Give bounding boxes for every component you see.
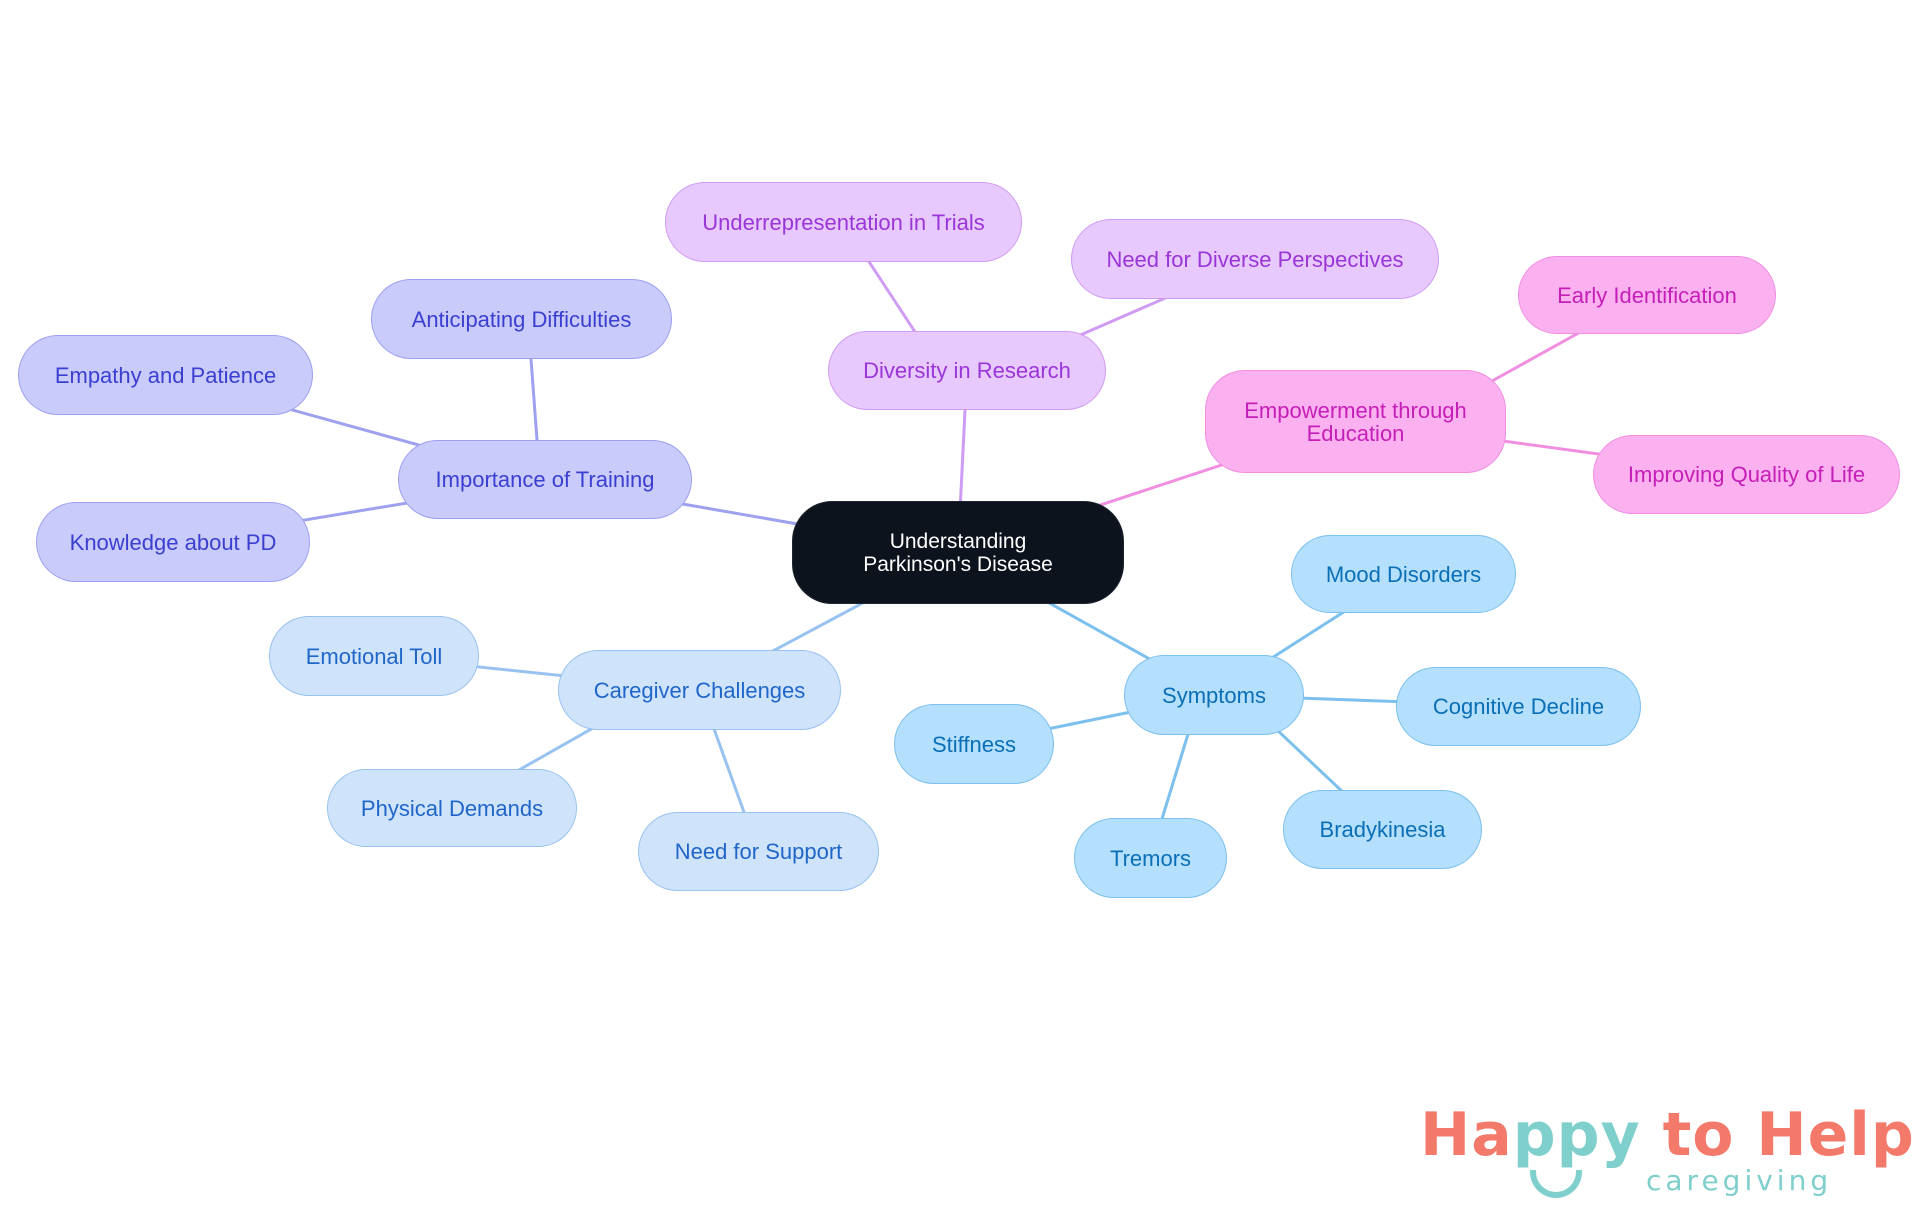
node-label: Need for Support — [674, 839, 843, 864]
node-need-for-support[interactable]: Need for Support — [638, 812, 879, 891]
node-label: Importance of Training — [435, 467, 655, 492]
logo-text-ppy: ppy — [1512, 1100, 1641, 1170]
node-empowerment-through-education[interactable]: Empowerment through Education — [1205, 370, 1506, 473]
node-underrepresentation-in-trials[interactable]: Underrepresentation in Trials — [665, 182, 1022, 262]
node-label: Symptoms — [1162, 682, 1266, 708]
node-label: Improving Quality of Life — [1627, 462, 1866, 487]
logo-text-to-help: to Help — [1640, 1100, 1915, 1170]
node-caregiver-challenges[interactable]: Caregiver Challenges — [558, 650, 841, 730]
node-empathy-and-patience[interactable]: Empathy and Patience — [18, 335, 313, 415]
node-mood-disorders[interactable]: Mood Disorders — [1291, 535, 1516, 613]
node-knowledge-about-pd[interactable]: Knowledge about PD — [36, 502, 310, 582]
node-symptoms[interactable]: Symptoms — [1124, 655, 1304, 735]
node-label: Early Identification — [1557, 282, 1737, 308]
node-label: Physical Demands — [360, 795, 544, 821]
node-diversity-in-research[interactable]: Diversity in Research — [828, 331, 1106, 410]
node-label: Anticipating Difficulties — [411, 306, 632, 332]
node-label: Cognitive Decline — [1432, 694, 1605, 719]
node-label: Stiffness — [932, 731, 1016, 757]
node-label: Tremors — [1109, 845, 1192, 871]
root-label: Understanding Parkinson's Disease — [863, 529, 1053, 576]
smile-icon — [1530, 1170, 1582, 1198]
node-label: Mood Disorders — [1325, 561, 1482, 587]
node-label: Empathy and Patience — [54, 362, 277, 388]
node-importance-of-training[interactable]: Importance of Training — [398, 440, 692, 519]
logo-wordmark: Happy to Help — [1420, 1100, 1915, 1170]
node-cognitive-decline[interactable]: Cognitive Decline — [1396, 667, 1641, 746]
node-label: Bradykinesia — [1319, 817, 1446, 842]
happy-to-help-logo: Happy to Help caregiving — [1420, 1100, 1914, 1210]
root-node[interactable]: Understanding Parkinson's Disease — [792, 501, 1124, 604]
node-emotional-toll[interactable]: Emotional Toll — [269, 616, 479, 696]
node-anticipating-difficulties[interactable]: Anticipating Difficulties — [371, 279, 672, 359]
logo-text-ha: Ha — [1420, 1100, 1513, 1170]
node-label: Caregiver Challenges — [593, 677, 806, 703]
node-label: Underrepresentation in Trials — [702, 209, 985, 235]
node-early-identification[interactable]: Early Identification — [1518, 256, 1776, 334]
node-label: Empowerment through Education — [1244, 397, 1467, 446]
node-physical-demands[interactable]: Physical Demands — [327, 769, 577, 847]
node-label: Need for Diverse Perspectives — [1106, 246, 1404, 272]
logo-tagline: caregiving — [1646, 1164, 1833, 1197]
node-label: Knowledge about PD — [69, 529, 277, 555]
node-need-for-diverse-perspectives[interactable]: Need for Diverse Perspectives — [1071, 219, 1439, 299]
node-improving-quality-of-life[interactable]: Improving Quality of Life — [1593, 435, 1900, 514]
node-tremors[interactable]: Tremors — [1074, 818, 1227, 898]
node-stiffness[interactable]: Stiffness — [894, 704, 1054, 784]
node-bradykinesia[interactable]: Bradykinesia — [1283, 790, 1482, 869]
node-label: Diversity in Research — [863, 358, 1071, 383]
node-label: Emotional Toll — [305, 643, 443, 669]
